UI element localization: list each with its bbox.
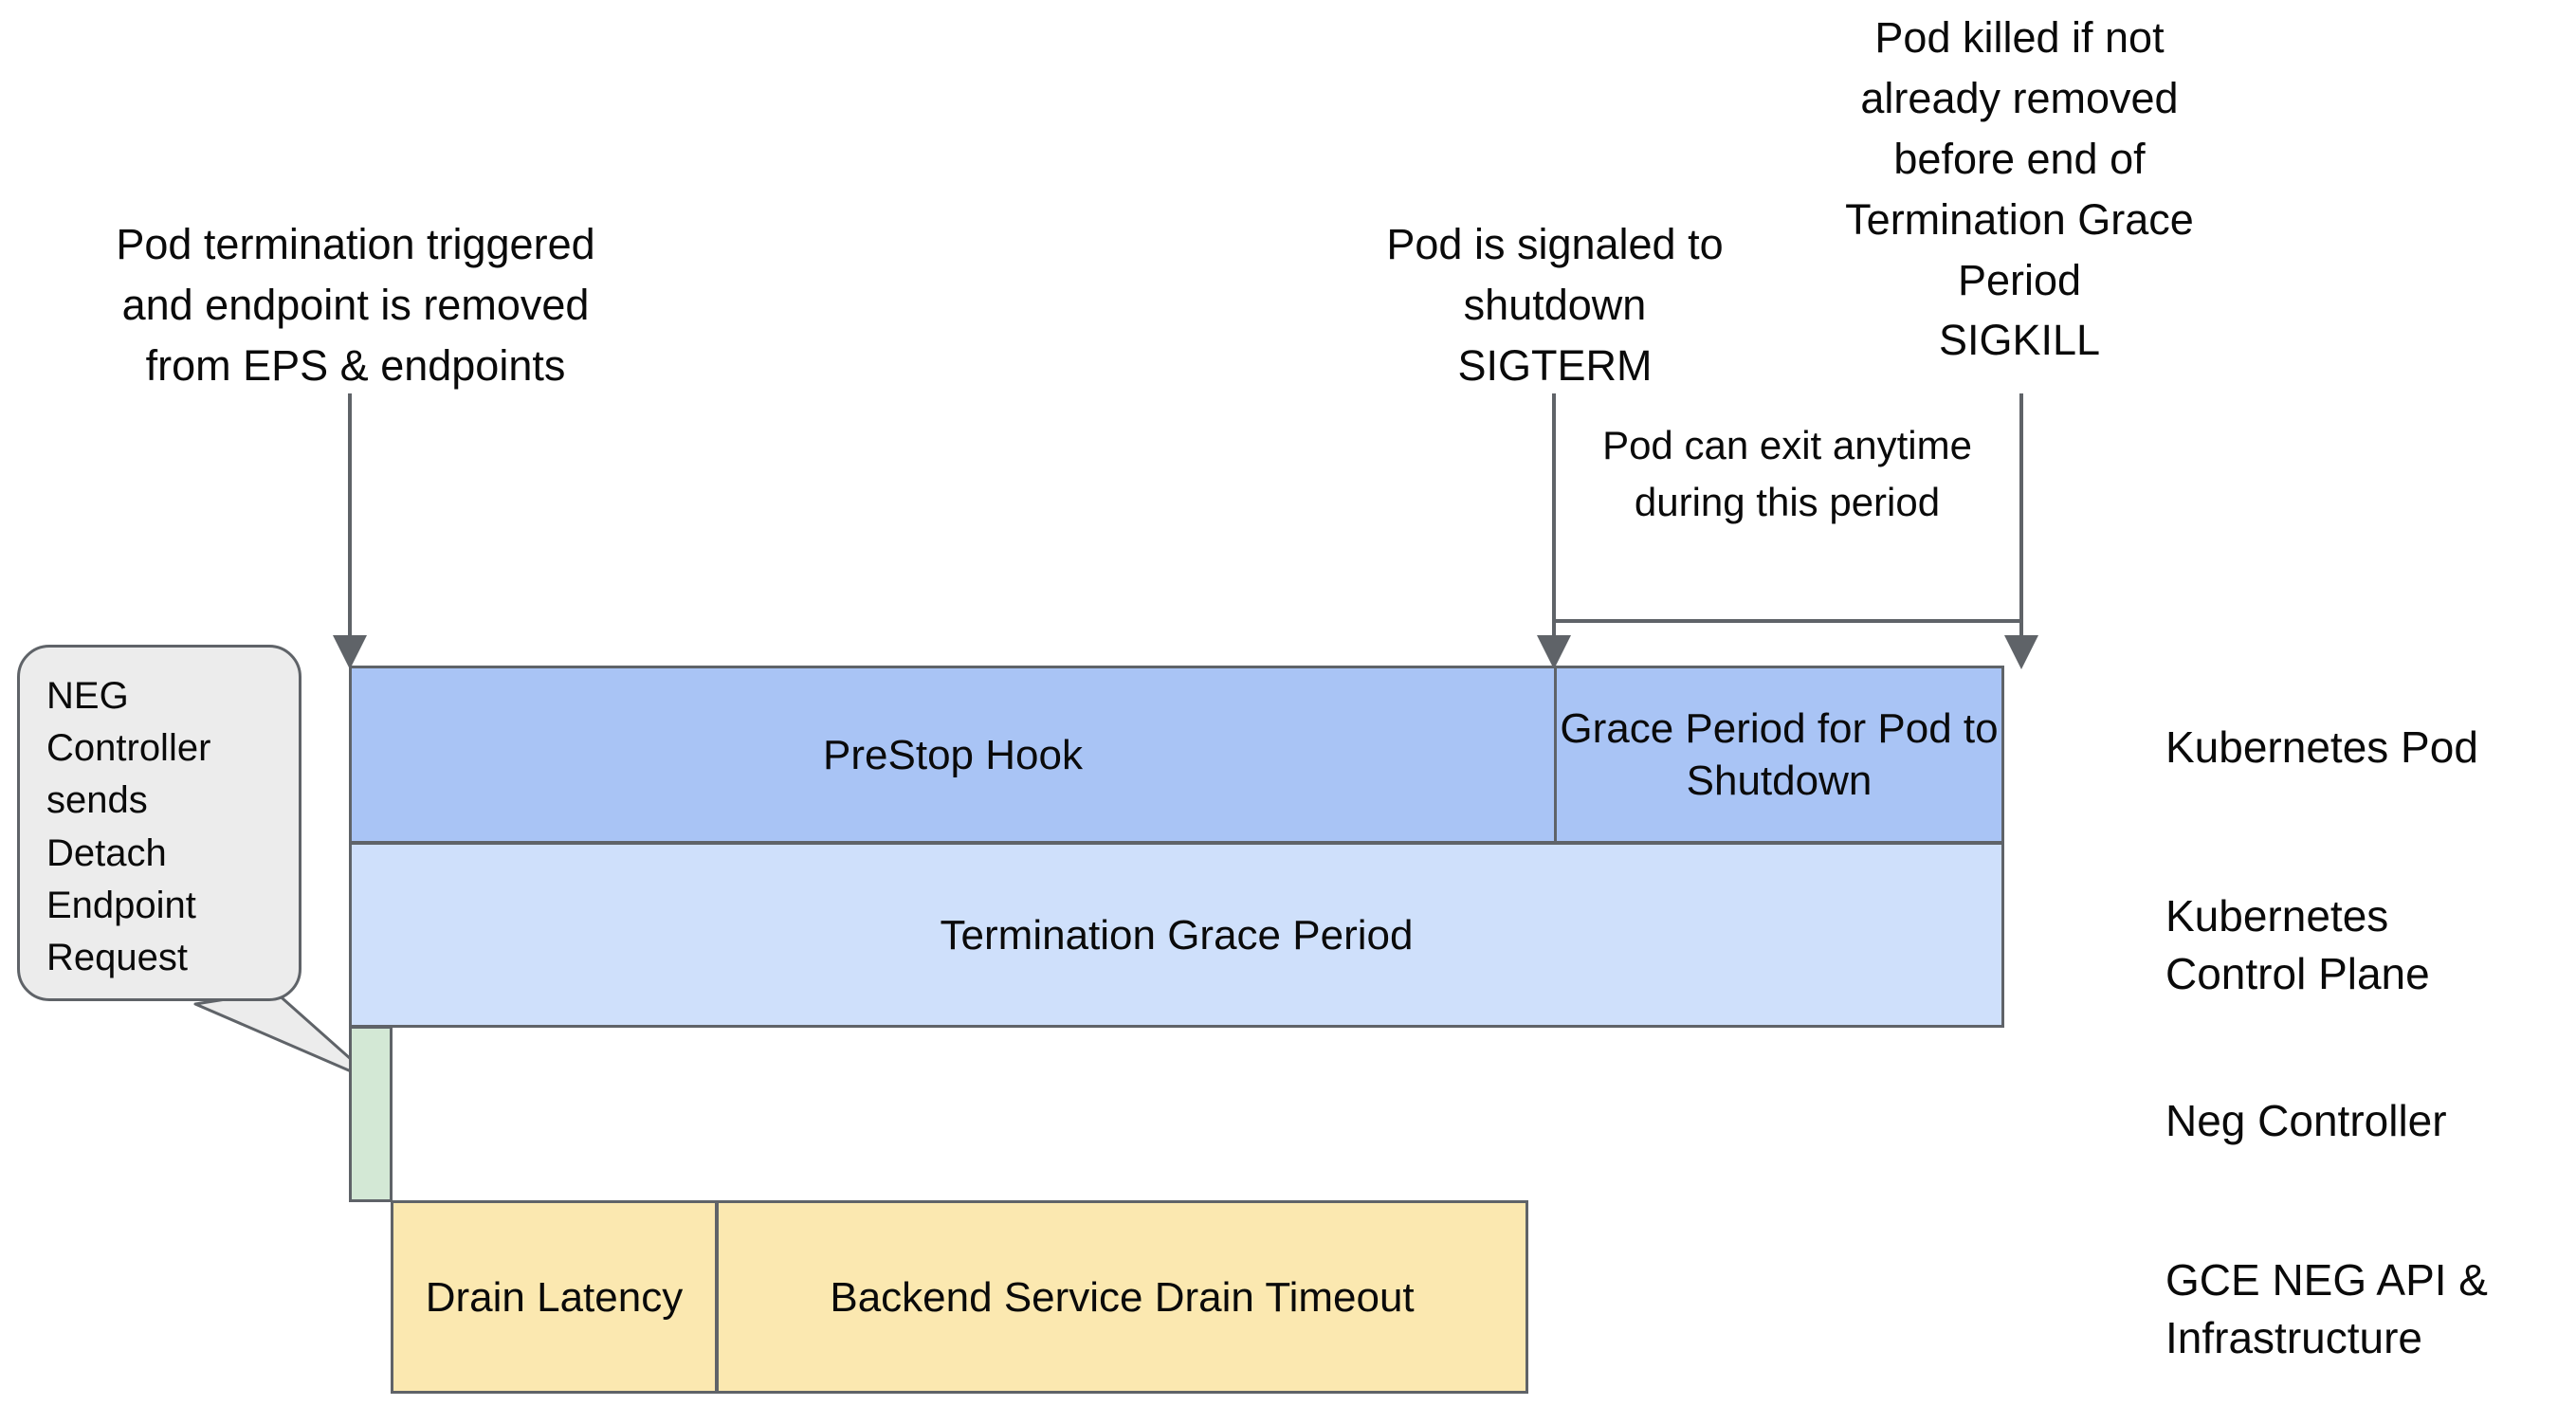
annotation-pod-killed-sigkill: Pod killed if not already removed before… [1845, 13, 2194, 365]
callout-neg-controller-detach-endpoint: NEG Controller sends Detach Endpoint Req… [17, 645, 301, 1001]
bar-neg-controller [349, 1026, 393, 1202]
bar-termination-grace-period: Termination Grace Period [349, 842, 2004, 1028]
bar-prestop-hook: PreStop Hook [349, 666, 1557, 844]
annotation-pod-signaled-shutdown: Pod is signaled to shutdown SIGTERM [1386, 220, 1724, 390]
row-label-kubernetes-control-plane: Kubernetes Control Plane [2165, 891, 2430, 998]
bar-grace-period-for-pod-to-shutdown: Grace Period for Pod to Shutdown [1554, 666, 2004, 844]
annotation-pod-termination-triggered: Pod termination triggered and endpoint i… [116, 220, 595, 390]
row-label-gce-neg-api-infrastructure: GCE NEG API & Infrastructure [2165, 1255, 2488, 1362]
bar-backend-service-drain-timeout: Backend Service Drain Timeout [716, 1200, 1528, 1394]
row-label-kubernetes-pod: Kubernetes Pod [2165, 722, 2478, 772]
row-label-neg-controller: Neg Controller [2165, 1096, 2447, 1145]
annotation-pod-can-exit-anytime: Pod can exit anytime during this period [1602, 423, 1972, 524]
bar-drain-latency: Drain Latency [391, 1200, 718, 1394]
